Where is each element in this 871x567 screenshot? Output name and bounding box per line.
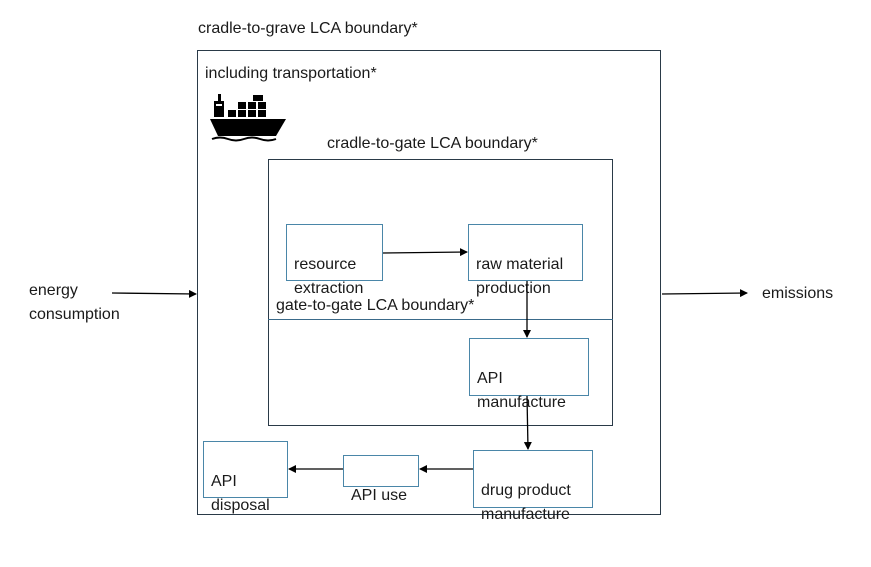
transportation-label: including transportation* — [205, 65, 377, 82]
cradle-to-grave-label: cradle-to-grave LCA boundary* — [198, 20, 418, 37]
raw-material-production-box: raw material production — [468, 224, 583, 297]
arrow-extraction-to-raw — [382, 248, 468, 257]
api-manufacture-box: API manufacture — [469, 338, 589, 411]
gate-to-gate-label: gate-to-gate LCA boundary* — [276, 297, 475, 314]
api-use-label: API use — [351, 487, 408, 504]
arrow-emissions-out — [661, 289, 748, 298]
gate-to-gate-divider — [268, 319, 613, 320]
cradle-to-gate-label: cradle-to-gate LCA boundary* — [327, 135, 538, 152]
arrow-api-to-drug — [523, 395, 532, 450]
drug-product-manufacture-label: drug product manufacture — [481, 482, 571, 523]
api-disposal-label: API disposal — [211, 473, 270, 514]
api-manufacture-label: API manufacture — [477, 370, 566, 411]
resource-extraction-label: resource extraction — [294, 256, 364, 297]
cradle-to-gate-boundary-frame — [268, 159, 613, 426]
arrow-energy-in — [111, 289, 197, 298]
resource-extraction-box: resource extraction — [286, 224, 383, 297]
cargo-ship-icon — [210, 94, 286, 142]
raw-material-production-label: raw material production — [476, 256, 564, 297]
cradle-to-grave-boundary-frame — [197, 50, 661, 515]
api-use-box: API use — [343, 455, 419, 504]
energy-consumption-label: energy consumption — [29, 282, 120, 323]
emissions-label: emissions — [762, 285, 834, 302]
api-disposal-box: API disposal — [203, 441, 288, 514]
drug-product-manufacture-box: drug product manufacture — [473, 450, 593, 523]
